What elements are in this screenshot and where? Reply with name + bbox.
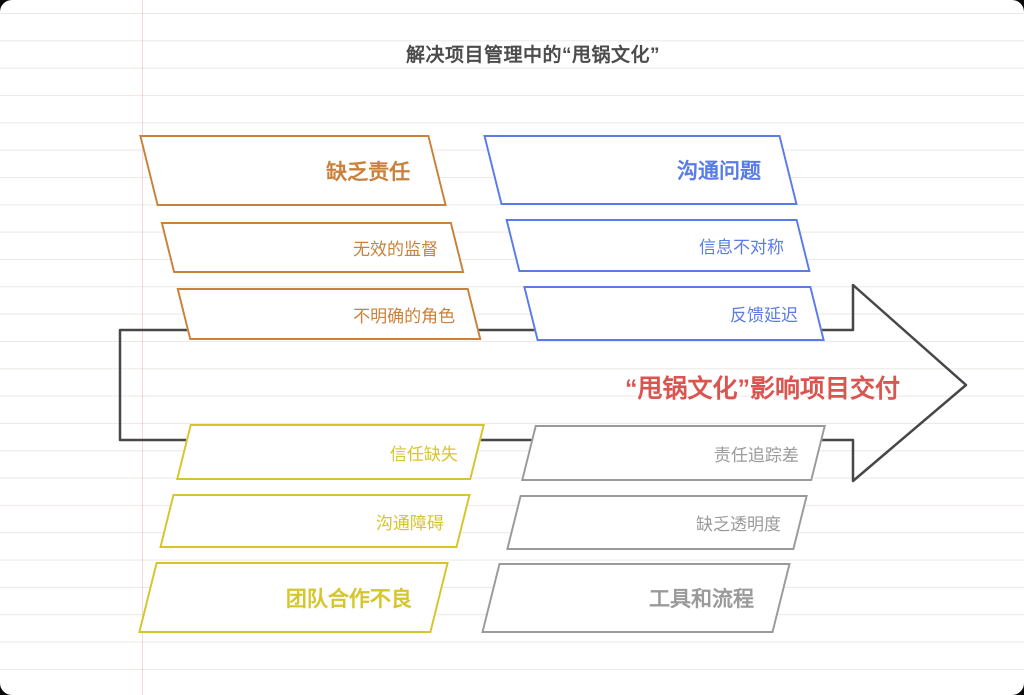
node-label: 团队合作不良 <box>286 587 412 611</box>
node-loss-of-trust: 信任缺失 <box>176 424 485 480</box>
node-label: 信任缺失 <box>390 444 458 464</box>
node-ineffective-supervision: 无效的监督 <box>160 222 465 273</box>
node-label: 工具和流程 <box>649 588 754 611</box>
node-poor-team-collaboration: 团队合作不良 <box>138 562 449 633</box>
node-label: 沟通问题 <box>677 160 761 183</box>
node-label: 沟通障碍 <box>376 513 444 533</box>
node-label: 反馈延迟 <box>730 306 798 325</box>
node-tools-and-processes: 工具和流程 <box>481 563 791 633</box>
node-unclear-roles: 不明确的角色 <box>176 288 482 340</box>
node-lack-of-accountability: 缺乏责任 <box>139 135 447 206</box>
node-label: 责任追踪差 <box>714 445 799 465</box>
node-label: 无效的监督 <box>353 240 438 259</box>
node-communication-barriers: 沟通障碍 <box>159 494 471 548</box>
node-lack-of-transparency: 缺乏透明度 <box>506 495 808 550</box>
node-label: 缺乏责任 <box>326 160 410 184</box>
arrow-label: “甩锅文化”影响项目交付 <box>624 375 900 403</box>
diagram-title: 解决项目管理中的“甩锅文化” <box>405 45 660 66</box>
node-feedback-delay: 反馈延迟 <box>523 286 825 341</box>
node-information-asymmetry: 信息不对称 <box>505 219 811 272</box>
node-label: 不明确的角色 <box>353 306 455 326</box>
node-label: 信息不对称 <box>699 238 784 257</box>
node-label: 缺乏透明度 <box>696 515 781 534</box>
node-communication-problems: 沟通问题 <box>483 135 798 205</box>
node-poor-accountability-tracking: 责任追踪差 <box>521 425 826 481</box>
